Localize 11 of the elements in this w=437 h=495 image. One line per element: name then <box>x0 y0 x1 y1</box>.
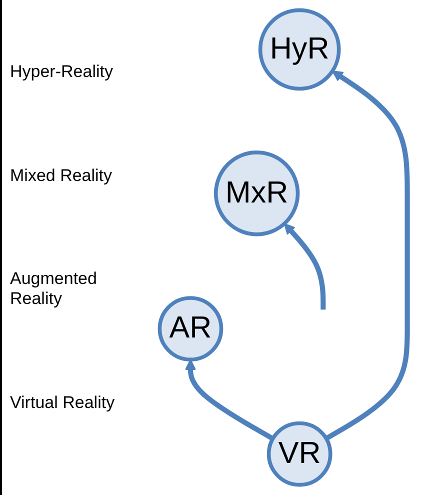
node-circle: VR <box>266 421 332 487</box>
level-label: Augmented Reality <box>10 269 98 310</box>
node-circle: MxR <box>214 150 300 236</box>
node-circle: HyR <box>258 8 341 91</box>
arrow <box>324 70 410 441</box>
level-label: Mixed Reality <box>10 166 114 186</box>
level-label: Virtual Reality <box>10 393 116 414</box>
node-circle: AR <box>158 296 224 362</box>
arrow <box>184 359 274 441</box>
level-label: Hyper-Reality <box>10 62 114 82</box>
arrow <box>284 223 326 310</box>
